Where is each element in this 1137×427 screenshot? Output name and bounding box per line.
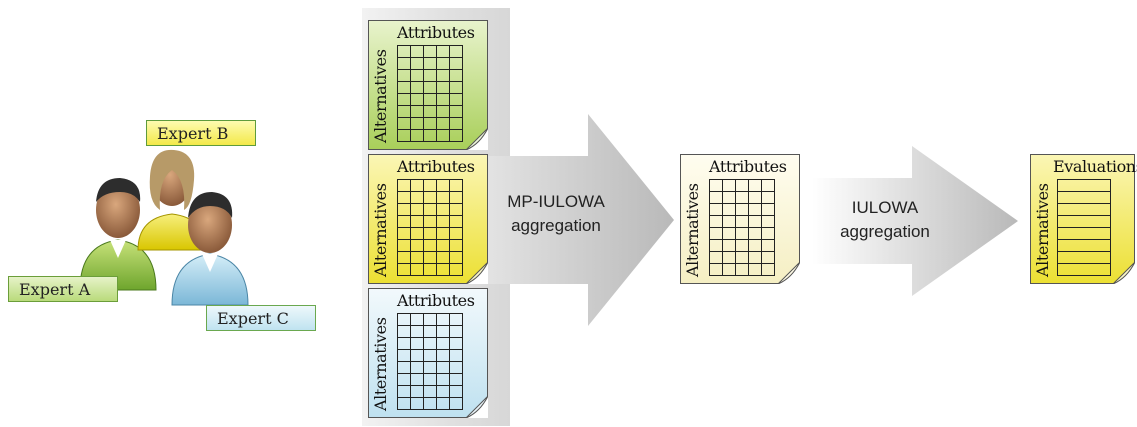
doc-title: Attributes: [397, 23, 475, 42]
doc-title: Evaluations: [1053, 157, 1137, 176]
evaluations-matrix: Evaluations Alternatives: [1030, 154, 1137, 284]
expert-a-label: Expert A: [8, 276, 118, 302]
expert-c-label: Expert C: [206, 305, 316, 331]
doc-vertical-label: Alternatives: [1033, 183, 1052, 277]
iulowa-line1: IULOWA: [851, 198, 919, 217]
page-fold: [1113, 262, 1135, 284]
expert-c-matrix: Attributes Alternatives: [368, 288, 488, 418]
doc-vertical-label: Alternatives: [371, 317, 390, 411]
expert-a-matrix: Attributes Alternatives: [368, 20, 488, 150]
mp-iulowa-arrow-label: MP-IULOWA aggregation: [486, 190, 626, 238]
doc-vertical-label: Alternatives: [371, 183, 390, 277]
expert-c-figure: [171, 192, 249, 306]
expert-b-label: Expert B: [146, 120, 256, 146]
doc-title: Attributes: [709, 157, 787, 176]
matrix-grid: [709, 179, 775, 276]
expert-b-matrix: Attributes Alternatives: [368, 154, 488, 284]
iulowa-arrow-label: IULOWA aggregation: [820, 196, 950, 244]
doc-title: Attributes: [397, 157, 475, 176]
iulowa-line2: aggregation: [840, 222, 930, 241]
matrix-grid: [397, 179, 463, 276]
matrix-grid: [397, 313, 463, 410]
evaluation-grid: [1057, 179, 1111, 276]
expert-b-figure: [137, 149, 207, 251]
collective-matrix: Attributes Alternatives: [680, 154, 800, 284]
iulowa-arrow: [812, 146, 1018, 296]
doc-title: Attributes: [397, 291, 475, 310]
mp-iulowa-arrow: [486, 114, 674, 326]
page-fold: [778, 262, 800, 284]
mp-iulowa-line2: aggregation: [511, 216, 601, 235]
page-fold: [466, 128, 488, 150]
mp-iulowa-line1: MP-IULOWA: [507, 192, 605, 211]
doc-vertical-label: Alternatives: [683, 183, 702, 277]
page-fold: [466, 396, 488, 418]
doc-vertical-label: Alternatives: [371, 49, 390, 143]
page-fold: [466, 262, 488, 284]
matrix-grid: [397, 45, 463, 142]
